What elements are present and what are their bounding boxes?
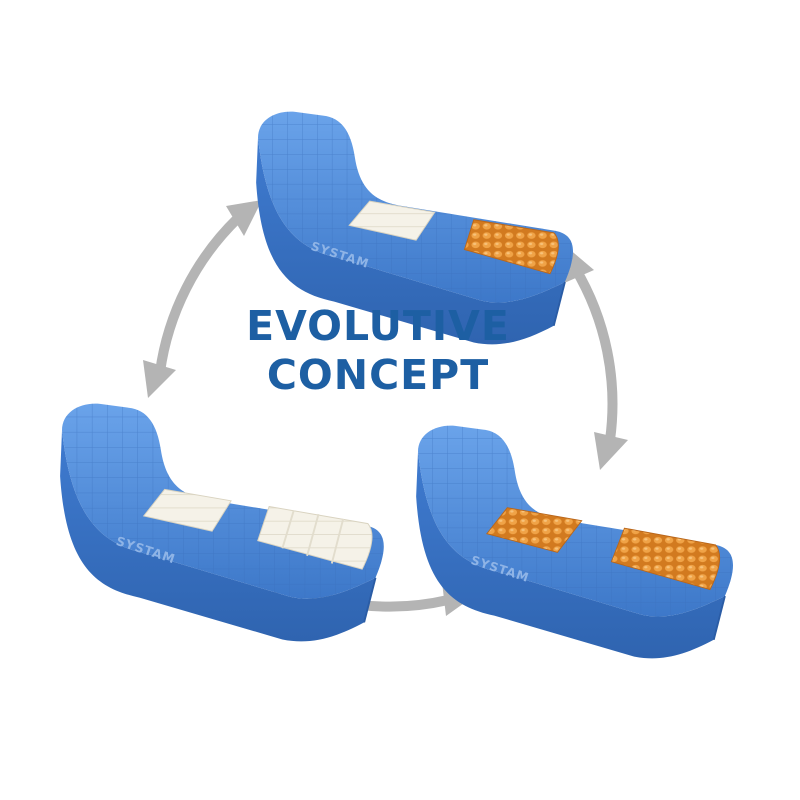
white-insert	[257, 505, 373, 570]
orange-insert	[486, 507, 583, 553]
cycle-arrows	[143, 200, 628, 616]
mattress-left: SYSTAM	[59, 402, 385, 643]
white-insert	[142, 488, 232, 532]
white-insert	[348, 200, 436, 241]
mattress-top: SYSTAM	[255, 110, 574, 346]
orange-insert	[610, 527, 721, 591]
double-arrow-icon	[143, 200, 262, 398]
page-title: EVOLUTIVE CONCEPT	[246, 302, 510, 399]
mattress-right: SYSTAM	[415, 424, 734, 660]
orange-insert	[463, 219, 559, 275]
title-line-2: CONCEPT	[267, 351, 489, 399]
title-line-1: EVOLUTIVE	[246, 302, 510, 350]
double-arrow-icon	[562, 248, 628, 470]
